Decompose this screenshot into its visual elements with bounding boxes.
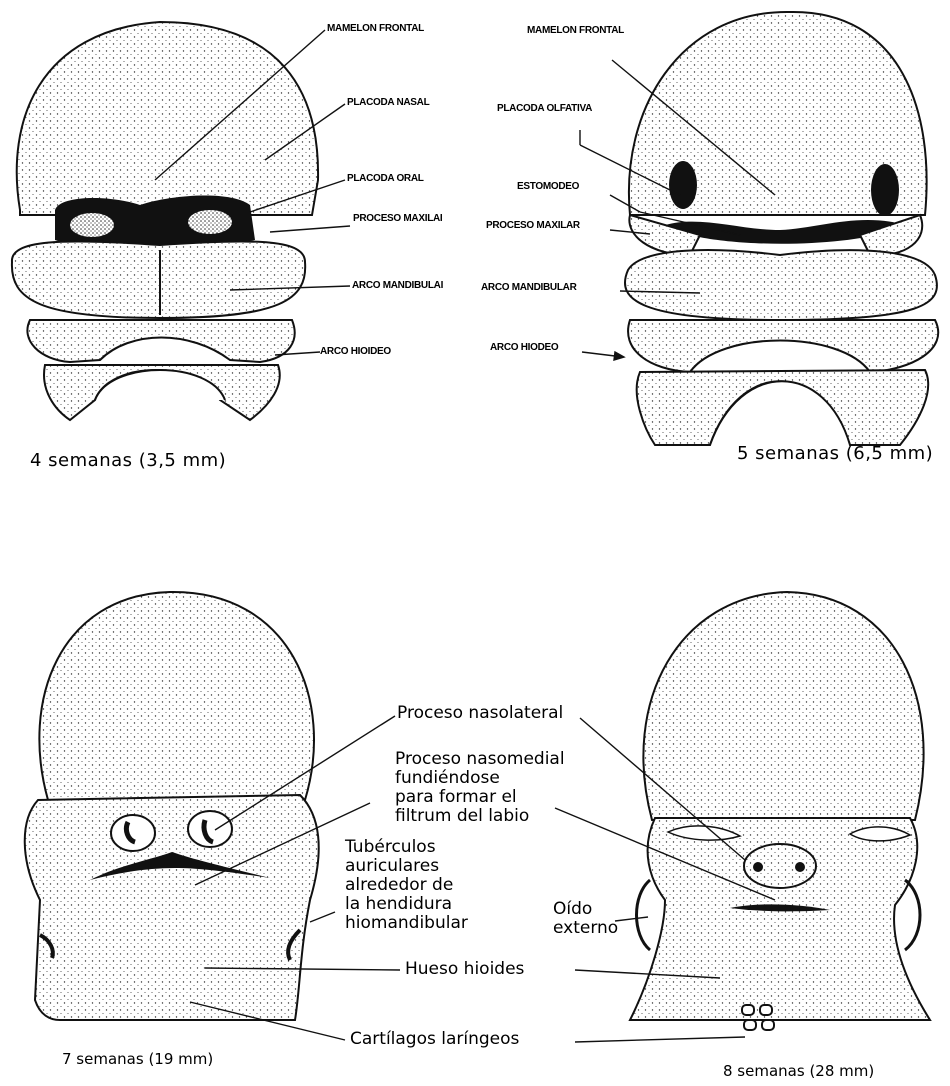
label-tuberculos-line4: la hendidura: [345, 895, 525, 914]
caption-5-weeks: 5 semanas (6,5 mm): [737, 443, 933, 464]
frontal-prominence-4w: [17, 22, 318, 215]
label-oido-line2: externo: [553, 919, 633, 938]
face-7w: [25, 795, 319, 1020]
label-proceso-nasomedial-line1: Proceso nasomedial: [395, 750, 625, 769]
caption-4-weeks: 4 semanas (3,5 mm): [30, 450, 226, 471]
mandibular-arch-4w: [12, 241, 305, 318]
maxillary-5w: [629, 215, 700, 255]
label-arco-hioideo-5w: ARCO HIODEO: [490, 342, 558, 354]
label-mamelon-frontal-4w: MAMELON FRONTAL: [327, 23, 424, 35]
label-proceso-nasolateral: Proceso nasolateral: [397, 704, 563, 723]
head-7w: [39, 592, 314, 800]
label-tuberculos-auriculares: Tubérculos auriculares alrededor de la h…: [345, 838, 525, 933]
label-tuberculos-line5: hiomandibular: [345, 914, 525, 933]
label-oido-line1: Oído: [553, 900, 633, 919]
label-tuberculos-line1: Tubérculos: [345, 838, 525, 857]
embryo-7-weeks: [25, 592, 319, 1020]
label-proceso-nasomedial: Proceso nasomedial fundiéndose para form…: [395, 750, 625, 826]
label-arco-hioideo-4w: ARCO HIOIDEO: [320, 346, 391, 358]
embryo-4-weeks: [12, 22, 318, 420]
hyoid-arch-4w: [27, 320, 294, 362]
label-tuberculos-line3: alrededor de: [345, 876, 525, 895]
caption-7-weeks: 7 semanas (19 mm): [62, 1050, 213, 1068]
label-hueso-hioides: Hueso hioides: [405, 960, 524, 979]
label-proceso-nasomedial-line3: para formar el: [395, 788, 625, 807]
label-mamelon-frontal-5w: MAMELON FRONTAL: [527, 25, 624, 37]
label-estomodeo-5w: ESTOMODEO: [517, 181, 579, 193]
label-proceso-maxilar-5w: PROCESO MAXILAR: [486, 220, 580, 232]
label-placoda-oral-4w: PLACODA ORAL: [347, 173, 424, 185]
head-8w: [643, 592, 923, 820]
label-oido-externo: Oído externo: [553, 900, 633, 938]
label-proceso-maxilar-4w: PROCESO MAXILAI: [353, 213, 442, 225]
label-placoda-nasal-4w: PLACODA NASAL: [347, 97, 429, 109]
label-placoda-olfativa-5w: PLACODA OLFATIVA: [497, 103, 592, 115]
label-cartilagos-laringeos: Cartílagos laríngeos: [350, 1030, 519, 1049]
caption-8-weeks: 8 semanas (28 mm): [723, 1062, 874, 1080]
mandibular-arch-5w: [625, 250, 937, 320]
embryo-8-weeks: [630, 592, 930, 1030]
label-proceso-nasomedial-line4: filtrum del labio: [395, 807, 625, 826]
embryo-5-weeks: [625, 12, 938, 445]
label-proceso-nasomedial-line2: fundiéndose: [395, 769, 625, 788]
label-arco-mandibular-5w: ARCO MANDIBULAR: [481, 282, 577, 294]
label-arco-mandibular-4w: ARCO MANDIBULAI: [352, 280, 443, 292]
label-tuberculos-line2: auriculares: [345, 857, 525, 876]
hyoid-arch-5w: [628, 320, 938, 372]
